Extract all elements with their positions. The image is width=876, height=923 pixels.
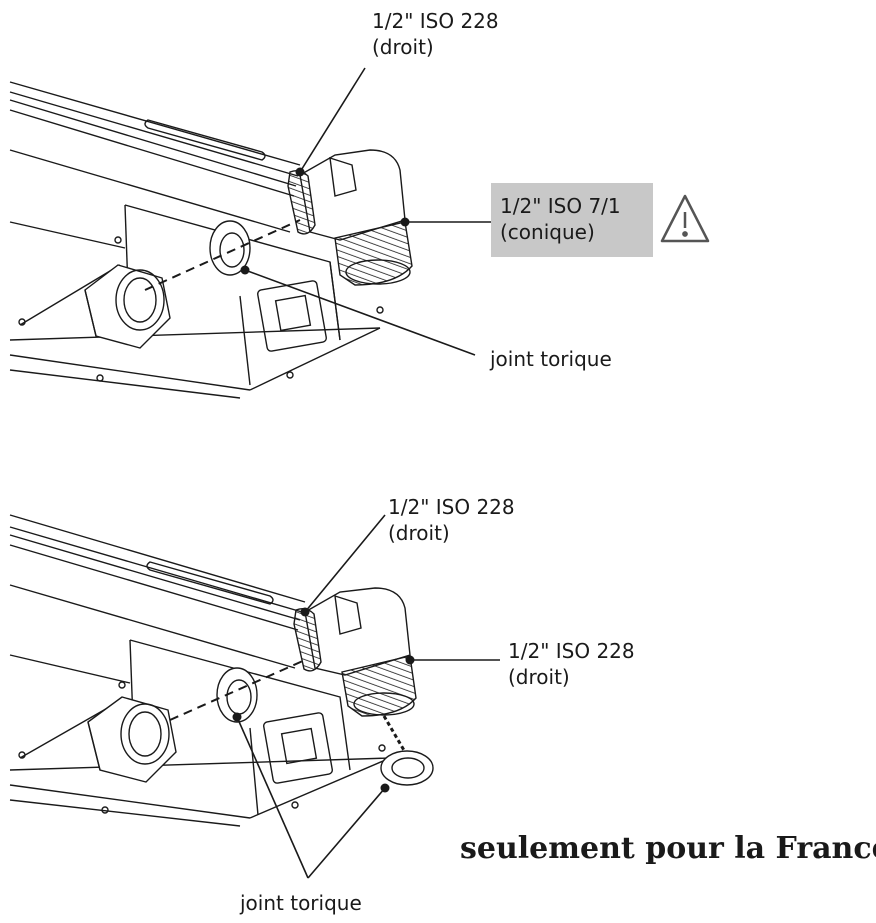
top-unit-drawing	[9, 81, 413, 399]
bottom-leader-dots	[232, 607, 415, 793]
top-straight-thread-type: (droit)	[372, 35, 434, 59]
tapered-thread-highlight-box	[491, 183, 653, 257]
warning-triangle-icon	[660, 194, 710, 243]
top-leader-lines	[244, 67, 491, 356]
bottom-right-thread-type: (droit)	[508, 665, 570, 689]
bottom-upper-thread-type: (droit)	[388, 521, 450, 545]
top-tapered-thread-type: (conique)	[500, 220, 595, 244]
bottom-right-thread-size: 1/2" ISO 228	[508, 639, 635, 663]
bottom-unit-drawing	[9, 514, 434, 827]
top-straight-thread-size: 1/2" ISO 228	[372, 9, 499, 33]
top-leader-dots	[240, 167, 410, 275]
bottom-oring-label: joint torique	[240, 891, 362, 915]
bottom-upper-thread-label: 1/2" ISO 228 (droit)	[388, 494, 515, 546]
top-tapered-thread-size: 1/2" ISO 7/1	[500, 194, 621, 218]
top-oring-label: joint torique	[490, 347, 612, 371]
top-straight-thread-label: 1/2" ISO 228 (droit)	[372, 8, 499, 60]
bottom-right-thread-label: 1/2" ISO 228 (droit)	[508, 638, 635, 690]
top-tapered-thread-label: 1/2" ISO 7/1 (conique)	[500, 193, 621, 245]
bottom-leader-lines	[236, 514, 500, 879]
footer-note: seulement pour la France	[460, 831, 876, 866]
bottom-upper-thread-size: 1/2" ISO 228	[388, 495, 515, 519]
